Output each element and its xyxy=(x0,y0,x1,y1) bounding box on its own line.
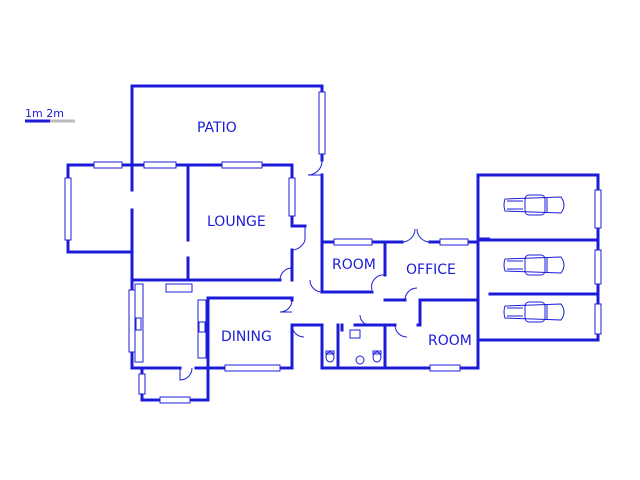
car-icon xyxy=(503,254,565,276)
room-label-room: ROOM xyxy=(332,257,376,273)
car-icon xyxy=(503,301,565,323)
toilet-icon xyxy=(325,350,335,363)
room-label-patio: PATIO xyxy=(197,120,237,136)
car-icon xyxy=(503,194,565,216)
toilet-icon xyxy=(372,350,382,363)
scale-label: 1m 2m xyxy=(25,107,64,120)
room-label-lounge: LOUNGE xyxy=(207,214,266,230)
room-label-room-2: ROOM xyxy=(428,333,472,349)
windows xyxy=(64,91,602,404)
kitchen-counter-icon xyxy=(134,283,207,363)
room-label-dining: DINING xyxy=(221,329,272,345)
room-label-office: OFFICE xyxy=(406,262,456,278)
doors xyxy=(179,160,490,381)
scale-bar: 1m 2m xyxy=(25,107,75,123)
sink-icon xyxy=(349,329,365,365)
